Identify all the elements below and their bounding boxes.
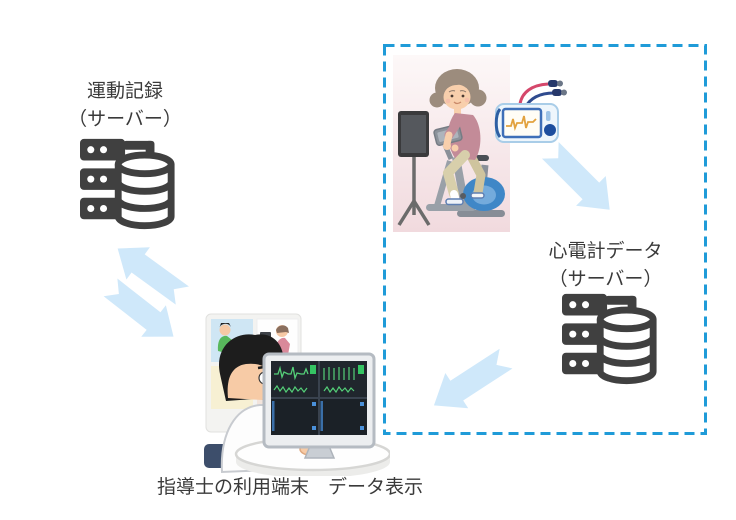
ecg-server-title: 心電計データ [548, 241, 663, 262]
ecg-server-label: 心電計データ （サーバー） [533, 238, 678, 294]
woman-on-exercise-bike-illustration [393, 55, 510, 232]
patient-zone-dashed-box [383, 44, 707, 435]
exercise-server-label: 運動記録 （サーバー） [55, 78, 195, 134]
ecg-server-subtitle: （サーバー） [548, 269, 663, 290]
tablet-stand-icon [397, 111, 431, 226]
server-database-icon [80, 138, 178, 230]
exercise-server-subtitle: （サーバー） [68, 109, 182, 130]
ecg-device-to-ecg-server-arrow [541, 141, 610, 210]
ecg-server-to-terminal-arrow [433, 348, 513, 409]
ecg-monitor-device-icon [494, 80, 567, 143]
instructor-at-terminal-illustration [204, 313, 390, 476]
terminal-to-exercise-server-arrow [117, 247, 189, 305]
terminal-caption: 指導士の利用端末 データ表示 [156, 477, 423, 498]
woman-rider [429, 69, 487, 206]
server-database-icon [562, 293, 660, 385]
terminal-monitor [262, 352, 376, 459]
exercise-server-title: 運動記録 [86, 81, 163, 102]
exercise-server-to-terminal-arrow [103, 278, 174, 337]
